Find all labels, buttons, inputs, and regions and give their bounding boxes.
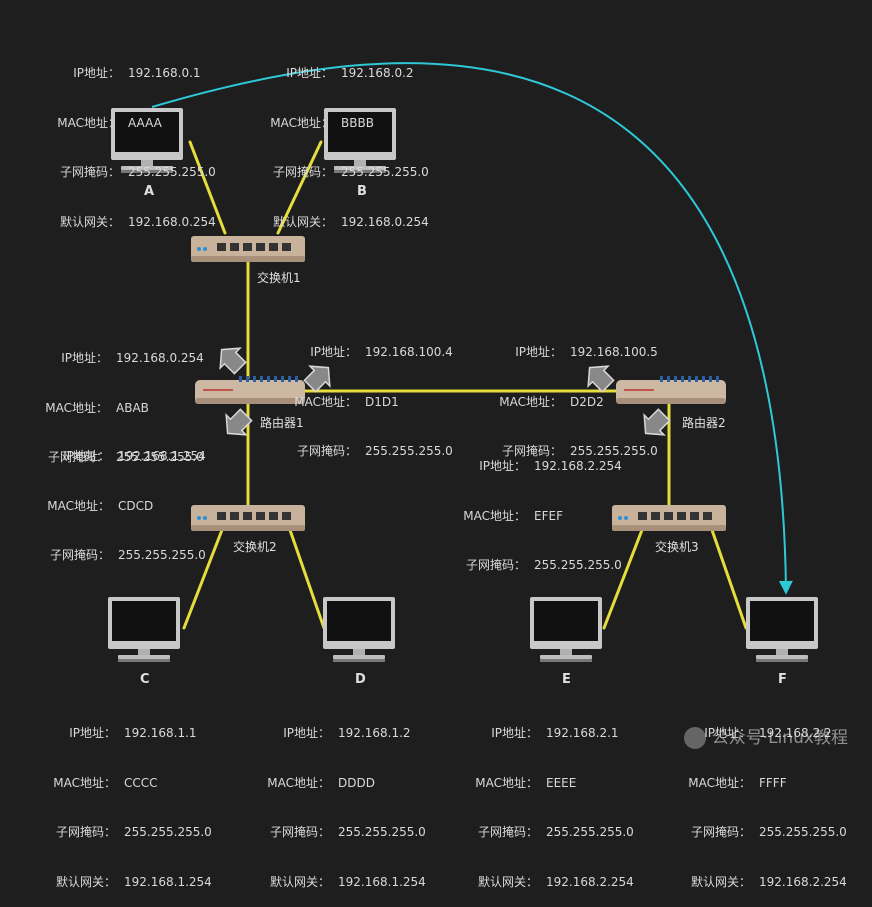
switch-2-icon[interactable]: [191, 505, 305, 531]
host-b-info: IP地址：192.168.0.2 MAC地址：BBBB 子网掩码：255.255…: [270, 66, 429, 229]
router-1-if-c-info: IP地址：192.168.1.254 MAC地址：CDCD 子网掩码：255.2…: [47, 449, 206, 562]
packet-path-arrow: [151, 62, 793, 595]
switch-3-label: 交换机3: [655, 540, 699, 554]
host-c-label: C: [140, 672, 150, 687]
switch-1-label: 交换机1: [257, 271, 301, 285]
router-2-label: 路由器2: [682, 416, 726, 430]
router-1-if-a-info: IP地址：192.168.0.254 MAC地址：ABAB 子网掩码：255.2…: [45, 351, 204, 464]
arrow-r1-if-c-icon: [216, 404, 257, 445]
link-sw2-d: [288, 528, 326, 630]
switch-2-label: 交换机2: [233, 540, 277, 554]
host-c-info: IP地址：192.168.1.1 MAC地址：CCCC 子网掩码：255.255…: [53, 726, 212, 889]
host-e-label: E: [562, 672, 571, 687]
router-1-label: 路由器1: [260, 416, 304, 430]
host-f-label: F: [778, 672, 787, 687]
computer-f-icon[interactable]: [746, 597, 818, 662]
watermark-text: 公众号·Linux教程: [711, 728, 848, 748]
watermark: 公众号·Linux教程: [683, 723, 848, 749]
switch-3-icon[interactable]: [612, 505, 726, 531]
host-d-info: IP地址：192.168.1.2 MAC地址：DDDD 子网掩码：255.255…: [267, 726, 426, 889]
host-e-info: IP地址：192.168.2.1 MAC地址：EEEE 子网掩码：255.255…: [475, 726, 634, 889]
computer-e-icon[interactable]: [530, 597, 602, 662]
network-diagram: [108, 62, 818, 662]
host-b-label: B: [357, 184, 367, 199]
link-sw3-e: [602, 528, 644, 630]
arrow-r1-if-a-icon: [210, 338, 251, 379]
host-a-label: A: [144, 184, 155, 199]
router-2-if-a-info: IP地址：192.168.100.5 MAC地址：D2D2 子网掩码：255.2…: [499, 345, 658, 458]
link-a-sw1: [188, 140, 227, 235]
router-2-if-b-info: IP地址：192.168.2.254 MAC地址：EFEF 子网掩码：255.2…: [463, 459, 622, 572]
host-d-label: D: [355, 672, 366, 687]
link-b-sw1: [276, 140, 323, 235]
link-sw3-f: [710, 528, 748, 630]
computer-d-icon[interactable]: [323, 597, 395, 662]
computer-c-icon[interactable]: [108, 597, 180, 662]
router-1-if-b-info: IP地址：192.168.100.4 MAC地址：D1D1 子网掩码：255.2…: [294, 345, 453, 458]
host-a-info: IP地址：192.168.0.1 MAC地址：AAAA 子网掩码：255.255…: [57, 66, 216, 229]
wechat-icon: [683, 727, 706, 749]
link-sw2-c: [182, 528, 224, 630]
